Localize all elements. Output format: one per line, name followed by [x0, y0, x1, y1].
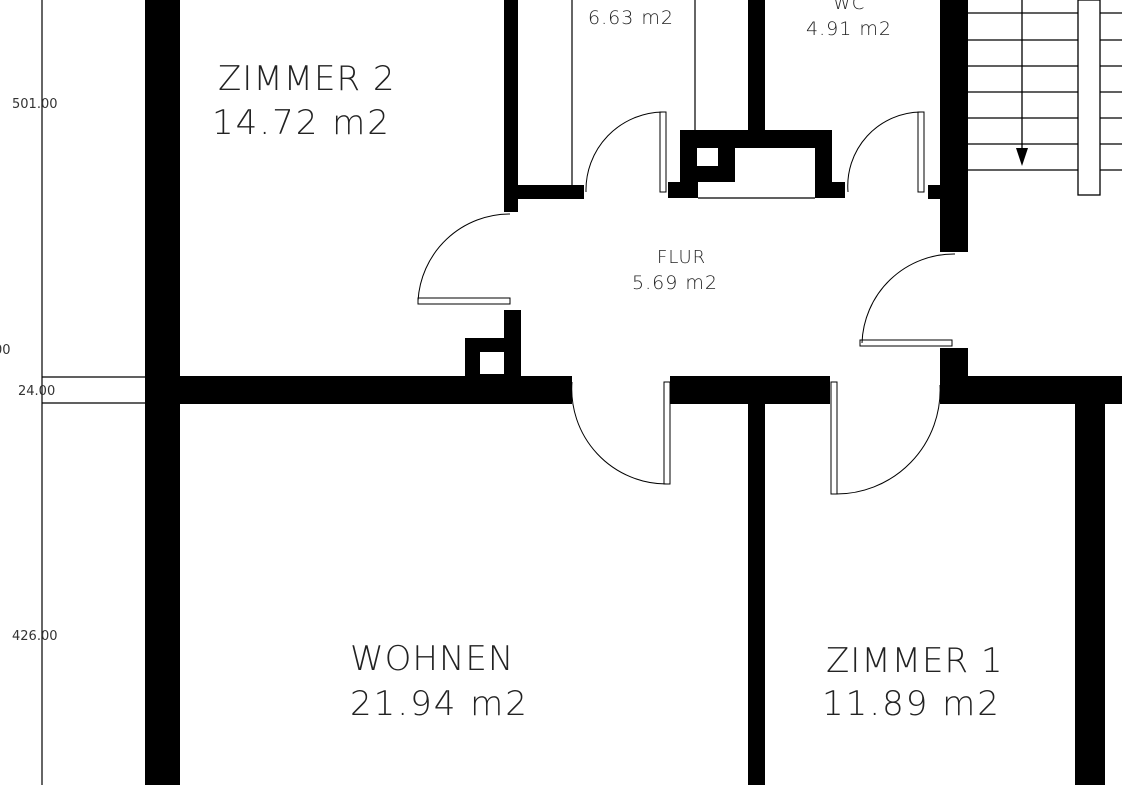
wall-zimmer2-kueche: [504, 0, 518, 212]
room-area-zimmer2: 14.72 m2: [212, 103, 391, 143]
room-name-flur: FLUR: [657, 247, 706, 268]
door-stair: [859, 253, 956, 347]
room-name-zimmer2: ZIMMER 2: [218, 59, 396, 99]
dimension-label-24: 24.00: [18, 384, 55, 399]
room-area-kueche: 6.63 m2: [588, 7, 674, 29]
wall-kueche-south-left: [518, 185, 584, 199]
door-wohnen: [571, 381, 671, 485]
wall-wc-door-jamb: [928, 185, 942, 199]
dimension-label-501: 501.00: [12, 97, 58, 112]
door-kueche: [585, 111, 667, 193]
wall-flur-east-south: [940, 376, 1122, 404]
wall-wc-stair: [940, 0, 968, 252]
room-area-flur: 5.69 m2: [632, 272, 718, 294]
wall-zimmer2-wohnen: [180, 376, 572, 404]
wall-flur-east-lower: [940, 348, 968, 404]
room-area-wohnen: 21.94 m2: [350, 684, 529, 724]
door-zimmer2: [417, 213, 511, 305]
staircase: [968, 0, 1122, 196]
exterior-wall-west: [145, 0, 180, 785]
door-zimmer1: [830, 381, 941, 495]
chimney-shaft-center: [668, 130, 845, 199]
wall-zimmer1-east: [1075, 404, 1105, 785]
chimney-shaft-left: [465, 310, 521, 376]
room-area-wc: 4.91 m2: [806, 18, 892, 40]
dimension-label-partial: 00: [0, 343, 11, 358]
wall-flur-south: [670, 376, 830, 404]
room-area-zimmer1: 11.89 m2: [822, 684, 1001, 724]
door-wc: [847, 111, 925, 193]
dimension-label-426: 426.00: [12, 629, 58, 644]
room-name-zimmer1: ZIMMER 1: [826, 641, 1004, 681]
wall-wohnen-zimmer1: [748, 404, 765, 785]
room-name-wc: WC: [833, 0, 865, 14]
dimension-line: [41, 0, 145, 785]
wall-kueche-wc: [748, 0, 765, 135]
room-name-wohnen: WOHNEN: [350, 639, 514, 679]
